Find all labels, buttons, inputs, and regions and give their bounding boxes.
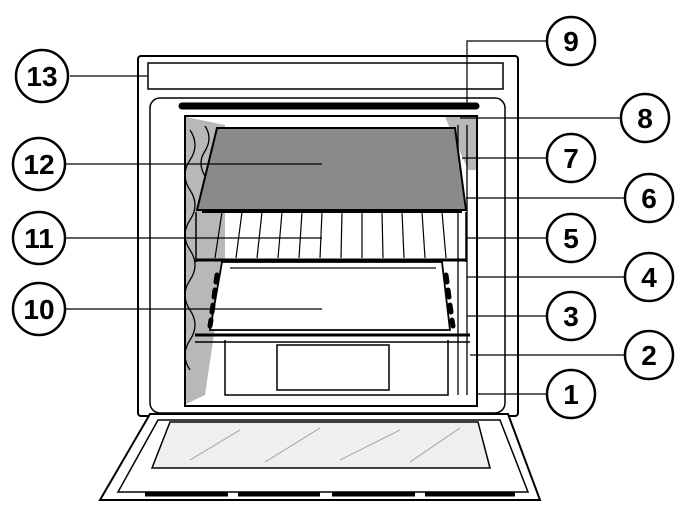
callout-11-label: 11 <box>24 223 54 254</box>
leader-lines <box>65 40 624 395</box>
callout-10-label: 10 <box>23 294 54 325</box>
oven-door <box>98 413 542 501</box>
callout-13-label: 13 <box>26 61 57 92</box>
callout-5-label: 5 <box>563 223 579 254</box>
callout-7: 7 <box>545 132 597 184</box>
deep-pan <box>195 261 470 343</box>
callout-12-label: 12 <box>23 149 54 180</box>
callout-5: 5 <box>545 212 597 264</box>
callout-10: 10 <box>11 281 67 337</box>
left-rack-rails <box>184 125 210 371</box>
baking-tray <box>195 127 468 211</box>
callout-8: 8 <box>619 92 671 144</box>
callout-4-label: 4 <box>641 262 657 293</box>
callout-1: 1 <box>545 368 597 420</box>
callout-8-label: 8 <box>637 103 653 134</box>
callout-3: 3 <box>545 290 597 342</box>
callout-12: 12 <box>11 136 67 192</box>
callout-1-label: 1 <box>563 379 579 410</box>
callout-4: 4 <box>623 251 675 303</box>
callout-2: 2 <box>623 329 675 381</box>
callout-13: 13 <box>14 48 70 104</box>
callout-9-label: 9 <box>563 26 579 57</box>
callout-6-label: 6 <box>641 183 657 214</box>
callout-7-label: 7 <box>563 143 579 174</box>
callout-6: 6 <box>623 172 675 224</box>
callout-9: 9 <box>545 15 597 67</box>
callout-3-label: 3 <box>563 301 579 332</box>
callout-2-label: 2 <box>641 340 657 371</box>
callout-11: 11 <box>11 210 67 266</box>
wire-shelf <box>195 211 467 262</box>
